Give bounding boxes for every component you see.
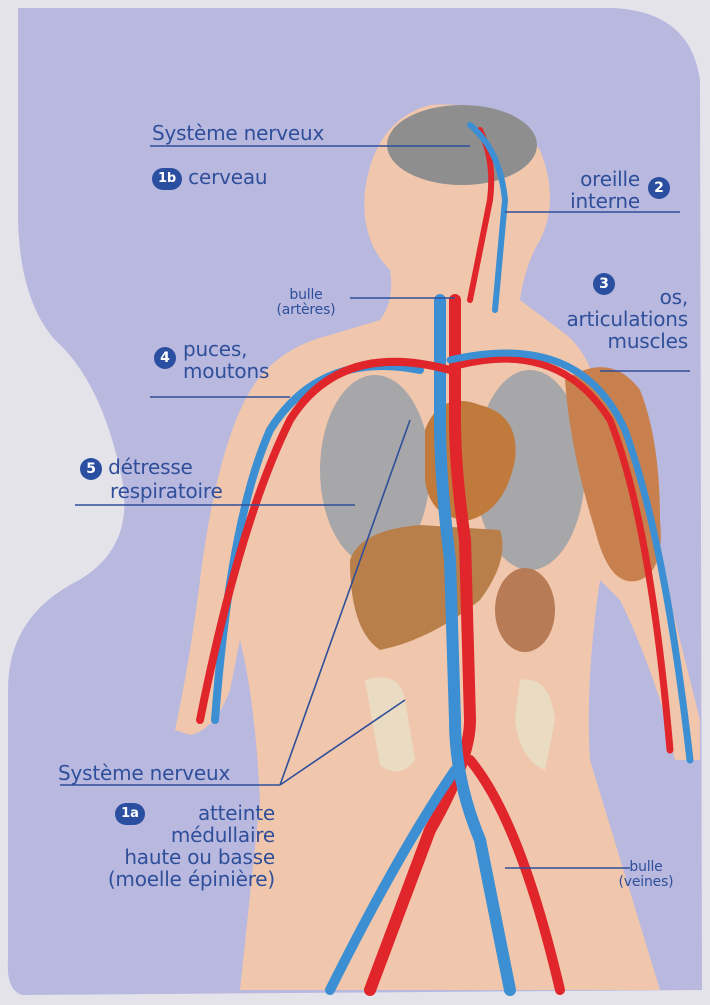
bubble-arteries-line1: bulle [266,288,346,303]
bones-label: os, articulations muscles [520,286,688,352]
fleas-line2: moutons [183,360,269,382]
brain-badge: 1b [152,168,182,190]
fleas-badge: 4 [154,347,176,369]
spinal-label: atteinte médullaire haute ou basse (moel… [60,802,275,890]
fleas-line1: puces, [183,338,269,360]
bubble-veins-line1: bulle [606,860,686,875]
spinal-line3: haute ou basse [60,846,275,868]
brain-label: 1b cerveau [152,166,267,190]
bones-line2: articulations [520,308,688,330]
bones-line3: muscles [520,330,688,352]
inner-ear-label: oreille interne [540,168,640,212]
inner-ear-badge: 2 [648,177,670,199]
bubble-arteries-label: bulle (artères) [266,288,346,318]
bubble-veins-line2: (veines) [606,875,686,890]
respiratory-badge: 5 [80,458,102,480]
spinal-line1: atteinte [60,802,275,824]
fleas-label: puces, moutons [183,338,269,382]
respiratory-line2: respiratoire [80,480,223,502]
nervous-system-bottom-label: Système nerveux [58,762,230,784]
kidney [495,568,555,652]
spinal-line4: (moelle épinière) [60,868,275,890]
nervous-system-top-label: Système nerveux [152,122,324,144]
respiratory-line1: détresse [108,455,192,479]
brain-text: cerveau [188,165,267,189]
bubble-arteries-line2: (artères) [266,303,346,318]
respiratory-label: 5 détresse respiratoire [80,456,223,502]
bubble-veins-label: bulle (veines) [606,860,686,890]
spinal-line2: médullaire [60,824,275,846]
inner-ear-line2: interne [540,190,640,212]
brain [387,105,537,185]
inner-ear-line1: oreille [540,168,640,190]
bones-line1: os, [520,286,688,308]
